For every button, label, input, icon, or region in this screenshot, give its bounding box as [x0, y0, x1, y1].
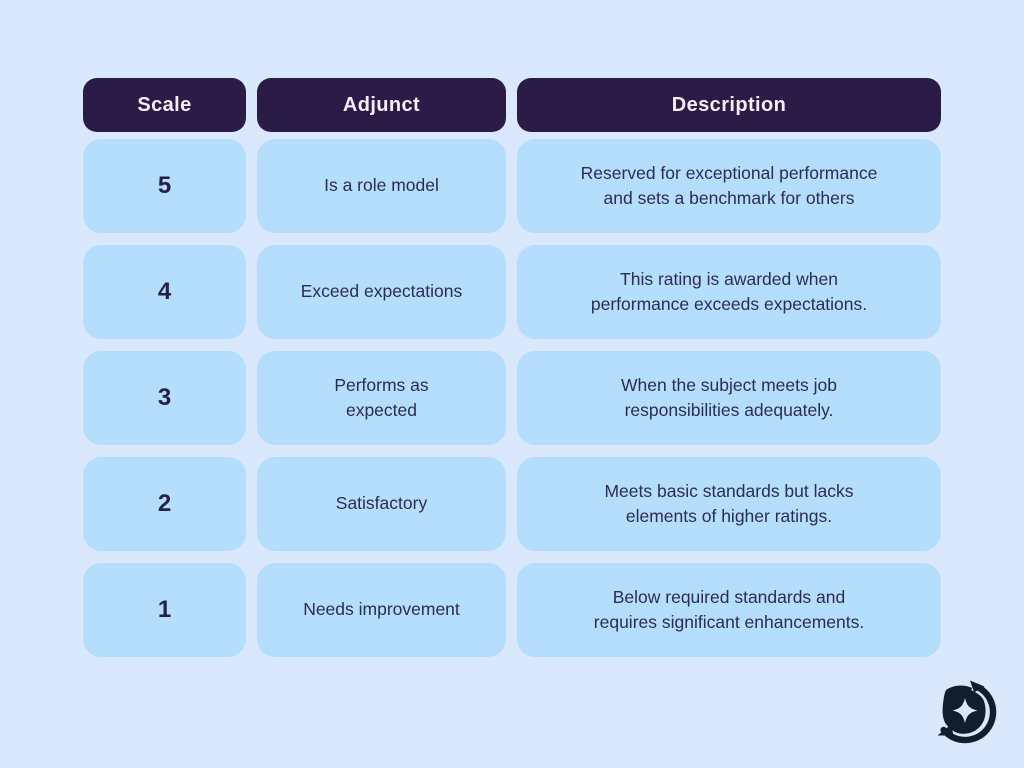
scale-value: 3: [83, 351, 246, 445]
adjunct-value: Performs as expected: [257, 351, 506, 445]
rating-scale-table: Scale Adjunct Description 5 Is a role mo…: [83, 78, 941, 657]
table-body: 5 Is a role model Reserved for exception…: [83, 139, 941, 657]
scale-value: 2: [83, 457, 246, 551]
table-header-row: Scale Adjunct Description: [83, 78, 941, 132]
scale-value: 5: [83, 139, 246, 233]
header-scale: Scale: [83, 78, 246, 132]
scale-value: 1: [83, 563, 246, 657]
header-adjunct: Adjunct: [257, 78, 506, 132]
adjunct-value: Exceed expectations: [257, 245, 506, 339]
bird-swoosh-logo-icon: [936, 679, 1002, 749]
adjunct-value: Satisfactory: [257, 457, 506, 551]
adjunct-value: Needs improvement: [257, 563, 506, 657]
adjunct-value: Is a role model: [257, 139, 506, 233]
description-value: This rating is awarded when performance …: [517, 245, 941, 339]
description-value: Reserved for exceptional performance and…: [517, 139, 941, 233]
header-description: Description: [517, 78, 941, 132]
description-value: Below required standards and requires si…: [517, 563, 941, 657]
description-value: When the subject meets job responsibilit…: [517, 351, 941, 445]
description-value: Meets basic standards but lacks elements…: [517, 457, 941, 551]
scale-value: 4: [83, 245, 246, 339]
